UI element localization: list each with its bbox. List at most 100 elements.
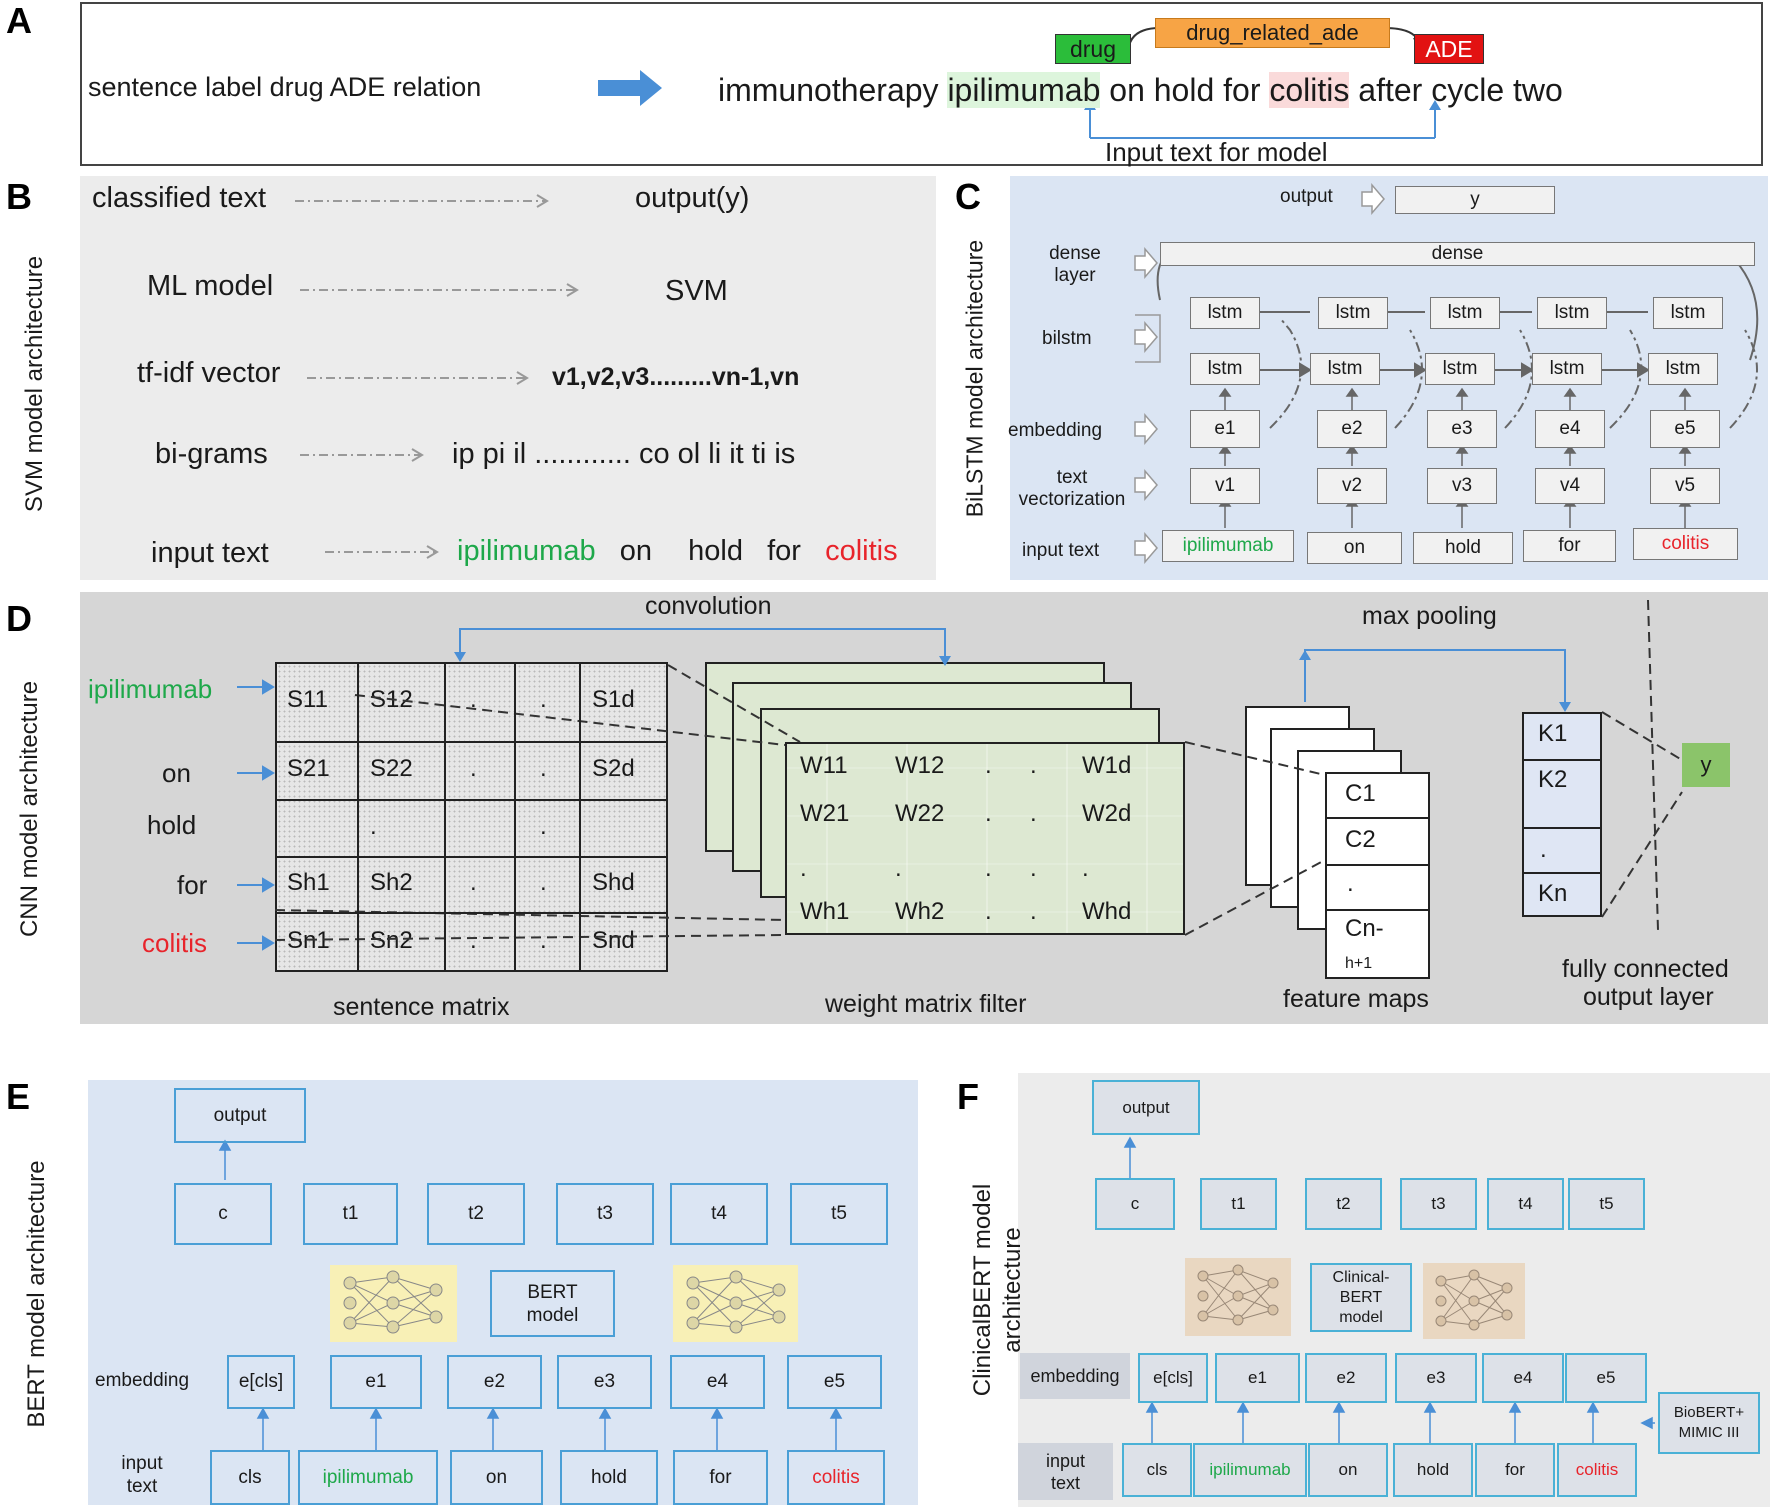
c-lstm-b-4: lstm bbox=[1537, 297, 1607, 329]
panel-a-left-text: sentence label drug ADE relation bbox=[88, 72, 482, 102]
c-vec-2: v2 bbox=[1317, 468, 1387, 504]
s-cell: Sh1 bbox=[287, 869, 330, 896]
f-side-label-1: ClinicalBERT model bbox=[969, 1183, 996, 1397]
ade-tag-label: ADE bbox=[1425, 35, 1473, 62]
d-word-5: colitis bbox=[142, 928, 208, 958]
e-input-label-3: on bbox=[485, 1466, 508, 1488]
e-input-box-6: colitis bbox=[787, 1450, 885, 1505]
f-token-box-4: t3 bbox=[1400, 1178, 1477, 1230]
c-lstm-label: lstm bbox=[1327, 358, 1363, 379]
c-emb-5-label: e5 bbox=[1674, 418, 1696, 439]
f-emb-box-4: e3 bbox=[1395, 1353, 1477, 1403]
e-token-box-1: c bbox=[174, 1183, 272, 1245]
panel-f-side-label: ClinicalBERT model architecture bbox=[968, 1130, 1028, 1450]
panel-c-letter: C bbox=[955, 176, 981, 217]
sentence-ade: colitis bbox=[1269, 72, 1350, 108]
d-word-2: on bbox=[162, 758, 191, 788]
d-sentence-matrix-label: sentence matrix bbox=[333, 993, 510, 1021]
e-emb-box-2: e1 bbox=[330, 1355, 422, 1409]
c-lstm-b-5: lstm bbox=[1653, 297, 1723, 329]
c-vec-3: v3 bbox=[1427, 468, 1497, 504]
panel-e-side-label: BERT model architecture bbox=[23, 1160, 50, 1428]
c-label-output: output bbox=[1280, 186, 1333, 207]
c-vec-3-label: v3 bbox=[1451, 475, 1473, 496]
b-input-ade: colitis bbox=[825, 535, 898, 567]
e-input-box-2: ipilimumab bbox=[298, 1450, 438, 1505]
c-cell-2: C2 bbox=[1345, 826, 1376, 853]
s-cell: . bbox=[470, 755, 477, 782]
c-emb-4-label: e4 bbox=[1559, 418, 1581, 439]
c-output-label: y bbox=[1470, 189, 1480, 210]
c-cell-4: Cn- bbox=[1345, 915, 1384, 942]
c-lstm-f-1: lstm bbox=[1190, 353, 1260, 385]
c-lstm-f-4: lstm bbox=[1532, 353, 1602, 385]
s-cell: S11 bbox=[287, 686, 328, 713]
c-input-4-label: for bbox=[1558, 535, 1581, 556]
f-token-label-4: t3 bbox=[1431, 1194, 1446, 1213]
d-y-box: y bbox=[1682, 743, 1730, 787]
f-input-box-6: colitis bbox=[1557, 1443, 1637, 1497]
e-emb-label-5: e4 bbox=[706, 1371, 729, 1392]
b-input-words: ipilimumab on hold for colitis bbox=[457, 535, 898, 568]
b-input-for: for bbox=[767, 535, 801, 567]
f-output-label: output bbox=[1122, 1097, 1170, 1117]
b-row-3-label: tf-idf vector bbox=[137, 357, 281, 389]
c-input-5: colitis bbox=[1633, 528, 1738, 560]
s-cell: S21 bbox=[287, 755, 330, 782]
e-token-label-6: t5 bbox=[831, 1203, 847, 1224]
e-emb-box-3: e2 bbox=[447, 1355, 542, 1409]
b-row-5-label: input text bbox=[151, 537, 269, 569]
f-emb-box-3: e2 bbox=[1305, 1353, 1387, 1403]
w-cell: . bbox=[800, 855, 807, 882]
k-column bbox=[1522, 712, 1602, 917]
c-emb-4: e4 bbox=[1535, 410, 1605, 448]
w-cell: W1d bbox=[1082, 752, 1132, 779]
f-token-label-6: t5 bbox=[1599, 1194, 1614, 1213]
f-token-label-3: t2 bbox=[1336, 1194, 1351, 1213]
c-lstm-label: lstm bbox=[1670, 302, 1706, 323]
c-lstm-label: lstm bbox=[1665, 358, 1701, 379]
e-token-box-5: t4 bbox=[670, 1183, 768, 1245]
f-emb-label-4: e3 bbox=[1426, 1368, 1446, 1387]
c-vec-1: v1 bbox=[1190, 468, 1260, 504]
c-vec-5-label: v5 bbox=[1674, 475, 1696, 496]
e-token-box-3: t2 bbox=[427, 1183, 525, 1245]
f-token-box-6: t5 bbox=[1568, 1178, 1645, 1230]
s-cell: Sn1 bbox=[287, 926, 330, 954]
f-input-label-2: ipilimumab bbox=[1209, 1460, 1291, 1479]
w-cell: Whd bbox=[1082, 898, 1132, 925]
b-row-4-label: bi-grams bbox=[155, 438, 268, 470]
w-cell: . bbox=[1030, 752, 1037, 779]
c-lstm-label: lstm bbox=[1335, 302, 1371, 323]
panel-a-sentence: immunotherapy ipilimumab on hold for col… bbox=[718, 72, 1563, 109]
w-cell: Wh1 bbox=[800, 898, 850, 925]
c-output-box: y bbox=[1395, 186, 1555, 214]
f-emb-label-2: e1 bbox=[1248, 1368, 1267, 1387]
s-cell: Sn2 bbox=[370, 926, 413, 954]
weight-filter-front bbox=[785, 742, 1185, 935]
w-cell: W2d bbox=[1082, 800, 1132, 827]
c-emb-5: e5 bbox=[1650, 410, 1720, 448]
c-lstm-label: lstm bbox=[1207, 302, 1243, 323]
panel-a-frame bbox=[80, 2, 1763, 166]
panel-d-side-label: CNN model architecture bbox=[16, 680, 43, 938]
e-token-label-1: c bbox=[218, 1203, 228, 1224]
e-token-label-4: t3 bbox=[597, 1203, 613, 1224]
f-input-label-box: input text bbox=[1018, 1443, 1113, 1500]
s-cell: . bbox=[540, 869, 547, 896]
panel-c-side-label: BiLSTM model architecture bbox=[961, 239, 988, 518]
f-token-box-1: c bbox=[1095, 1178, 1175, 1230]
e-token-box-6: t5 bbox=[790, 1183, 888, 1245]
panel-b-side-label: SVM model architecture bbox=[21, 255, 48, 513]
f-emb-label-1: e[cls] bbox=[1153, 1368, 1193, 1387]
e-token-label-2: t1 bbox=[342, 1203, 359, 1224]
b-row-4-value: ip pi il ............ co ol li it ti is bbox=[452, 438, 796, 470]
f-input-label-6: colitis bbox=[1575, 1460, 1619, 1479]
f-input-box-2: ipilimumab bbox=[1193, 1443, 1307, 1497]
f-input-label: input text bbox=[1045, 1450, 1086, 1493]
s-cell: . bbox=[540, 686, 547, 713]
s-cell: . bbox=[470, 686, 477, 713]
feature-map-front bbox=[1325, 772, 1430, 979]
f-pretrain-label: BioBERT+ MIMIC III bbox=[1673, 1404, 1745, 1441]
f-token-box-2: t1 bbox=[1200, 1178, 1277, 1230]
